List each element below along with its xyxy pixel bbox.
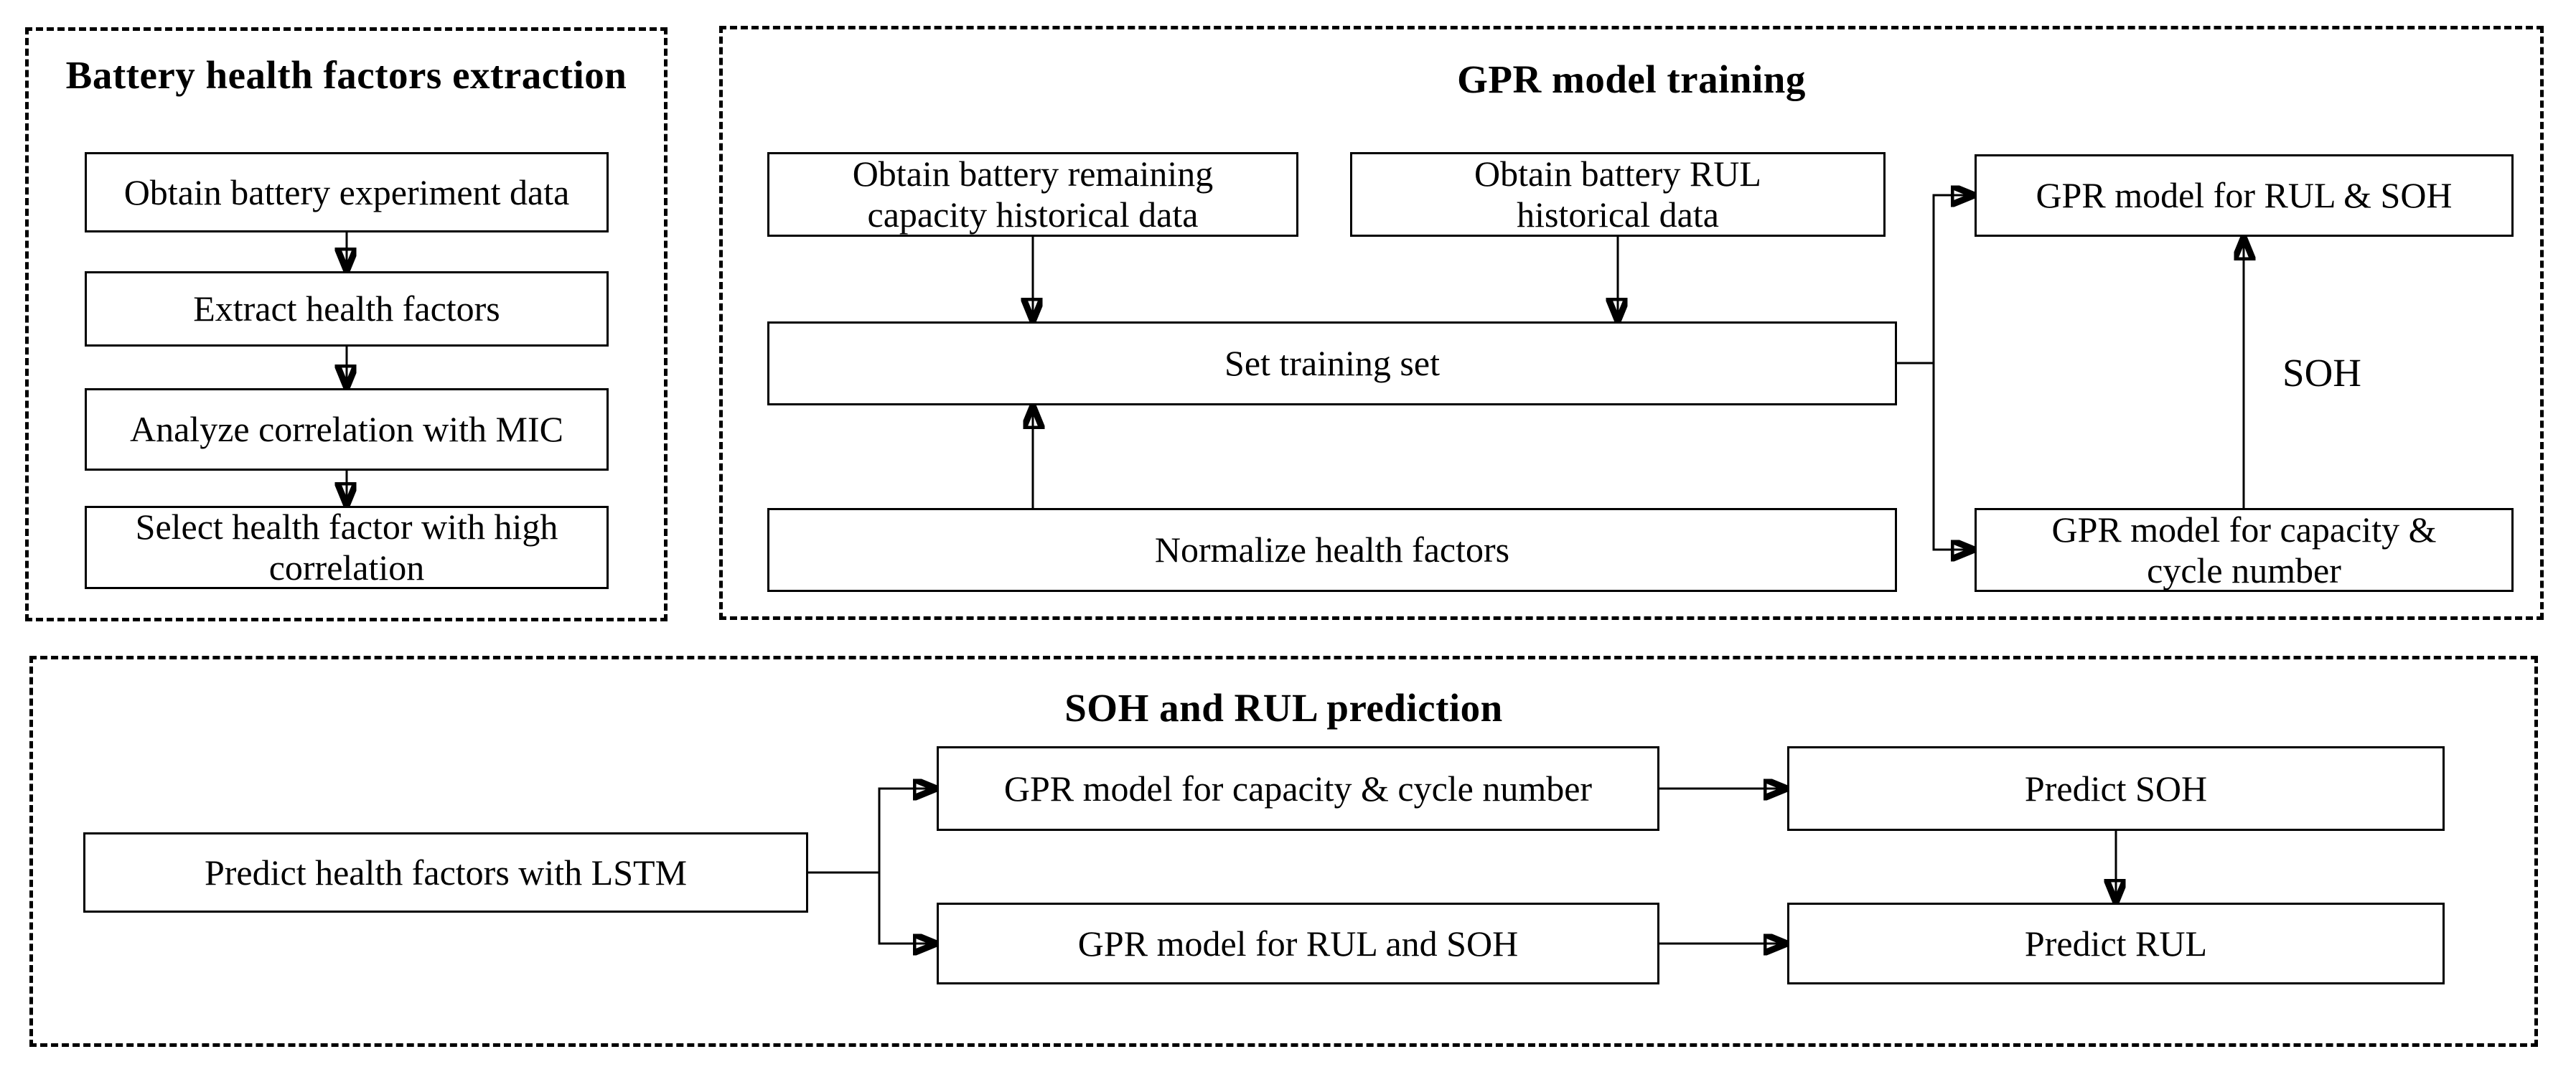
node-gpr-model-for-rul-and-soh-prediction: GPR model for RUL and SOH xyxy=(937,903,1659,984)
node-gpr-model-for-capacity-cycle-training: GPR model for capacity & cycle number xyxy=(1975,508,2514,592)
node-predict-soh: Predict SOH xyxy=(1787,746,2445,831)
node-label: Extract health factors xyxy=(193,288,500,329)
node-label: Predict RUL xyxy=(2024,923,2208,964)
section-gpr-model-training: GPR model training xyxy=(719,26,2544,620)
section-title-prediction: SOH and RUL prediction xyxy=(1064,686,1503,730)
node-obtain-battery-rul-historical-data: Obtain battery RUL historical data xyxy=(1350,152,1886,237)
node-gpr-model-for-rul-and-soh-training: GPR model for RUL & SOH xyxy=(1975,154,2514,237)
node-analyze-correlation-with-mic: Analyze correlation with MIC xyxy=(85,388,609,471)
node-label: GPR model for capacity & cycle number xyxy=(2051,509,2437,591)
node-extract-health-factors: Extract health factors xyxy=(85,271,609,347)
node-label: Obtain battery remaining capacity histor… xyxy=(852,154,1214,235)
node-predict-rul: Predict RUL xyxy=(1787,903,2445,984)
section-soh-and-rul-prediction: SOH and RUL prediction xyxy=(29,656,2538,1047)
node-obtain-battery-experiment-data: Obtain battery experiment data xyxy=(85,152,609,232)
node-normalize-health-factors: Normalize health factors xyxy=(767,508,1897,592)
section-battery-health-factors-extraction: Battery health factors extraction xyxy=(25,27,668,621)
node-label: Normalize health factors xyxy=(1154,530,1510,570)
node-label: Obtain battery RUL historical data xyxy=(1474,154,1761,235)
edge-label-soh: SOH xyxy=(2282,351,2362,395)
section-title-extraction: Battery health factors extraction xyxy=(65,53,627,97)
node-label: Select health factor with high correlati… xyxy=(135,507,558,588)
node-label: Analyze correlation with MIC xyxy=(130,409,563,449)
node-label: GPR model for RUL & SOH xyxy=(2036,175,2453,215)
node-gpr-model-for-capacity-cycle-prediction: GPR model for capacity & cycle number xyxy=(937,746,1659,831)
node-label: GPR model for capacity & cycle number xyxy=(1003,768,1593,809)
node-select-health-factor-high-correlation: Select health factor with high correlati… xyxy=(85,506,609,589)
section-title-training: GPR model training xyxy=(1457,57,1806,101)
node-label: Predict SOH xyxy=(2024,768,2208,809)
node-obtain-battery-remaining-capacity-historical-data: Obtain battery remaining capacity histor… xyxy=(767,152,1298,237)
node-label: Obtain battery experiment data xyxy=(123,171,570,212)
node-set-training-set: Set training set xyxy=(767,321,1897,405)
node-predict-health-factors-with-lstm: Predict health factors with LSTM xyxy=(83,832,808,913)
node-label: GPR model for RUL and SOH xyxy=(1077,923,1519,964)
node-label: Predict health factors with LSTM xyxy=(204,852,688,893)
node-label: Set training set xyxy=(1224,343,1440,383)
